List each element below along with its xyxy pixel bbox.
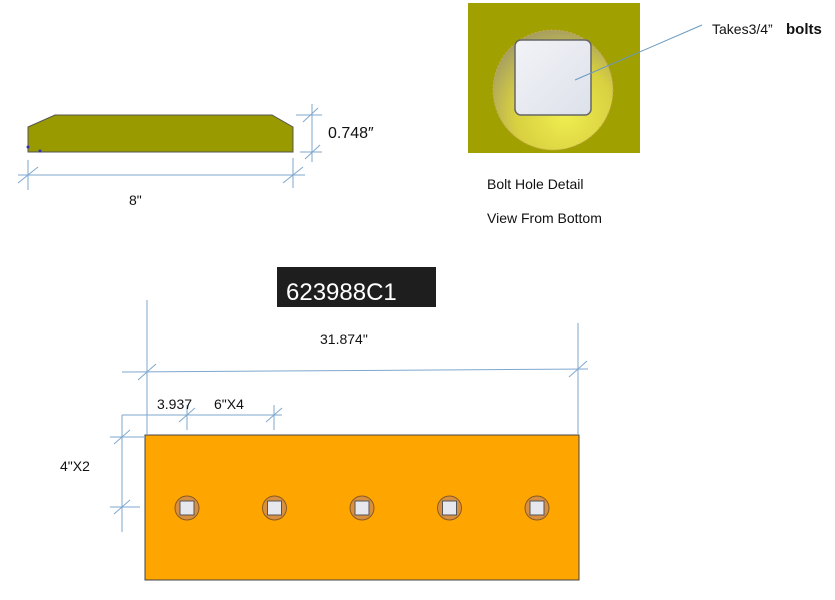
width-label: 8" [129, 192, 142, 208]
width-dimension [17, 158, 305, 190]
square-hole [179, 500, 195, 516]
bolt-callout: Takes3/4” [712, 21, 773, 37]
square-hole [267, 500, 282, 516]
side-profile-view: 8" 0.748″ [17, 104, 374, 208]
length-dimension [121, 300, 589, 435]
part-number-box [277, 267, 436, 307]
bolt-callout-bold: bolts [786, 21, 822, 38]
spacing-label: 6"X4 [214, 396, 244, 412]
thickness-dimension [296, 104, 322, 162]
bolt-hole-detail: Takes3/4” bolts Bolt Hole Detail View Fr… [468, 3, 822, 226]
length-label: 31.874" [320, 331, 368, 347]
detail-caption: Bolt Hole Detail [487, 176, 584, 192]
view-caption: View From Bottom [487, 210, 602, 226]
part-number: 623988C1 [286, 279, 397, 306]
thickness-label: 0.748″ [328, 125, 374, 142]
square-hole [442, 500, 457, 516]
first-hole-label: 3.937 [157, 396, 192, 412]
height-dimension [110, 415, 145, 532]
hole-spacing-dimension [122, 405, 283, 430]
plate-view: 31.874" 3.937 6"X4 4"X2 [60, 300, 589, 581]
height-label: 4"X2 [60, 458, 90, 474]
profile-shape [27, 114, 294, 153]
bolt-holes [174, 495, 550, 521]
square-hole [529, 500, 545, 516]
square-hole [354, 500, 370, 516]
